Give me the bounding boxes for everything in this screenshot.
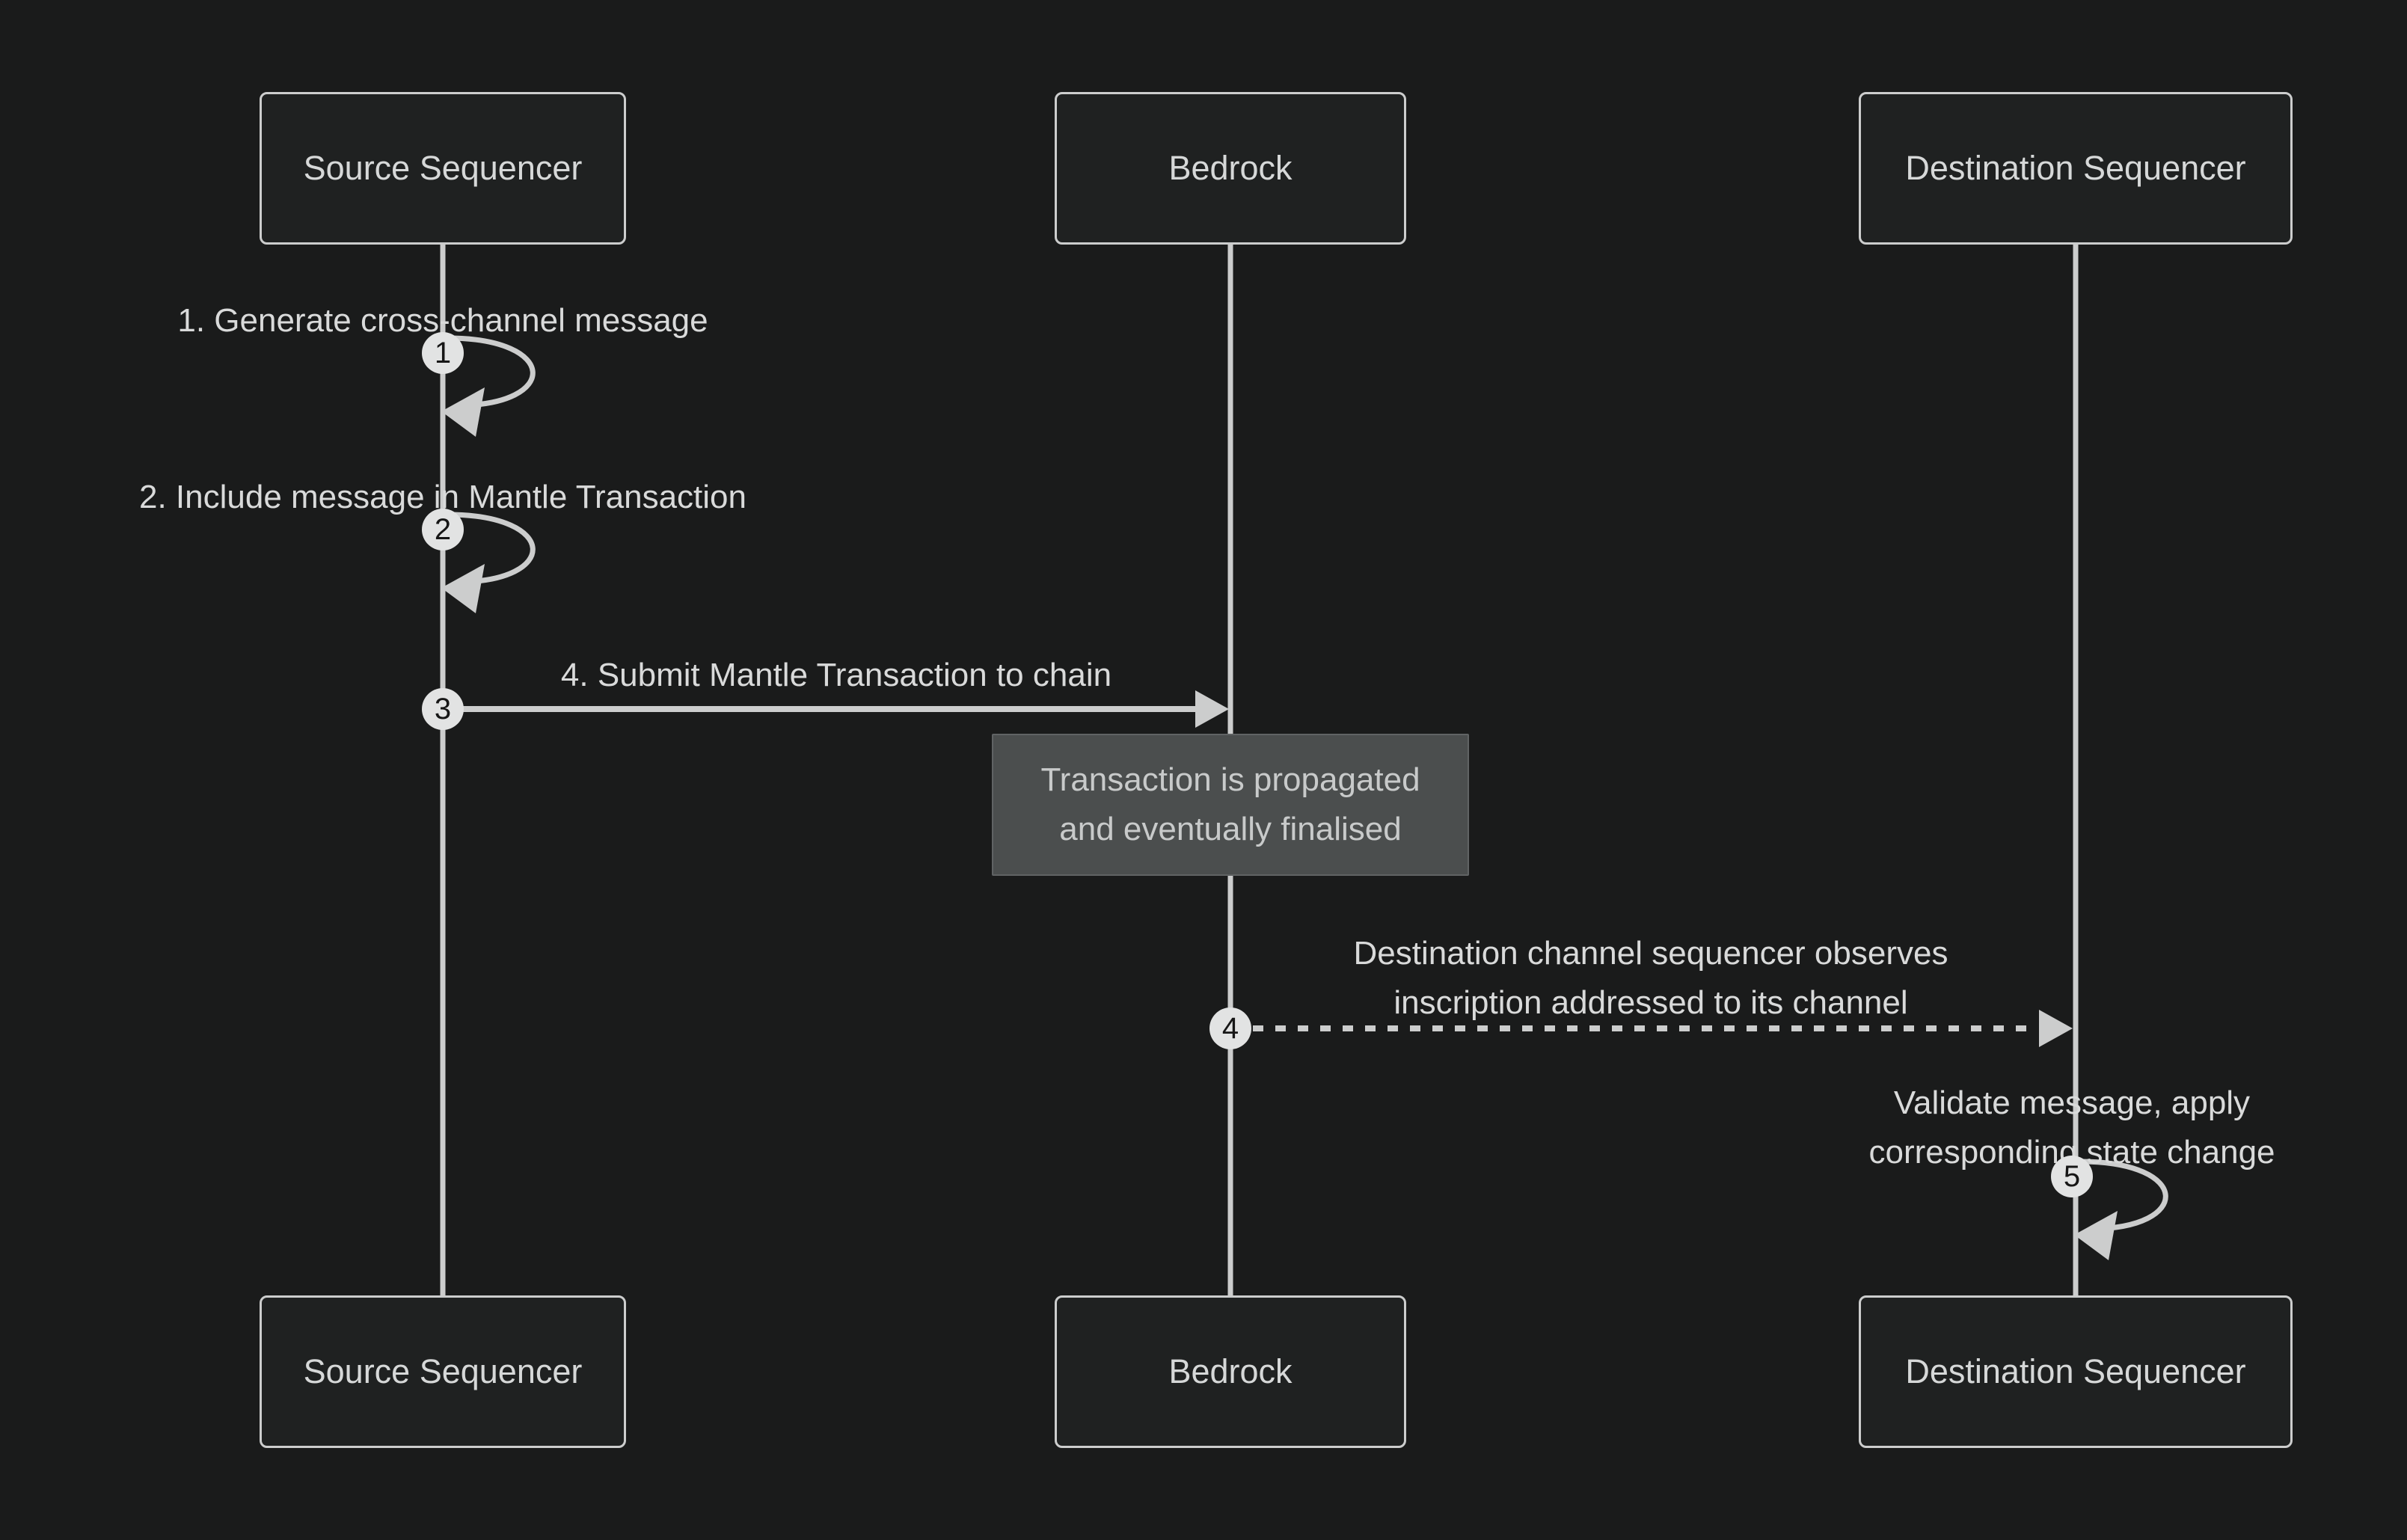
actor-box-destination-sequencer-bottom: Destination Sequencer (1859, 1295, 2293, 1448)
dashed-message-arrowhead-4 (2039, 1010, 2073, 1047)
self-loop-arrowhead-5 (2074, 1211, 2118, 1260)
actor-box-source-sequencer-bottom: Source Sequencer (260, 1295, 626, 1448)
actor-box-bedrock-bottom: Bedrock (1055, 1295, 1406, 1448)
sequence-number-4: 4 (1209, 1007, 1251, 1049)
actor-box-bedrock-top: Bedrock (1055, 92, 1406, 245)
actor-box-destination-sequencer-top: Destination Sequencer (1859, 92, 2293, 245)
message-arrowhead-3 (1195, 690, 1229, 728)
message-label-1: 1. Generate cross-channel message (177, 302, 708, 339)
self-loop-arrowhead-2 (441, 564, 485, 613)
message-label-2: 2. Include message in Mantle Transaction (138, 479, 746, 515)
sequence-number-3: 3 (422, 688, 464, 730)
self-loop-arrowhead-1 (441, 387, 485, 437)
note-box: Transaction is propagated and eventually… (992, 734, 1469, 876)
message-label-4: Destination channel sequencer observes i… (1353, 935, 1948, 1021)
sequence-number-1: 1 (422, 332, 464, 374)
sequence-number-5: 5 (2051, 1156, 2093, 1197)
actor-box-source-sequencer-top: Source Sequencer (260, 92, 626, 245)
self-loop-arrow-2 (447, 512, 536, 585)
sequence-number-2: 2 (422, 509, 464, 550)
self-loop-arrow-5 (2079, 1159, 2168, 1232)
self-loop-arrow-1 (447, 335, 536, 408)
message-label-5: Validate message, apply corresponding st… (1868, 1085, 2275, 1171)
message-label-3: 4. Submit Mantle Transaction to chain (560, 657, 1112, 693)
